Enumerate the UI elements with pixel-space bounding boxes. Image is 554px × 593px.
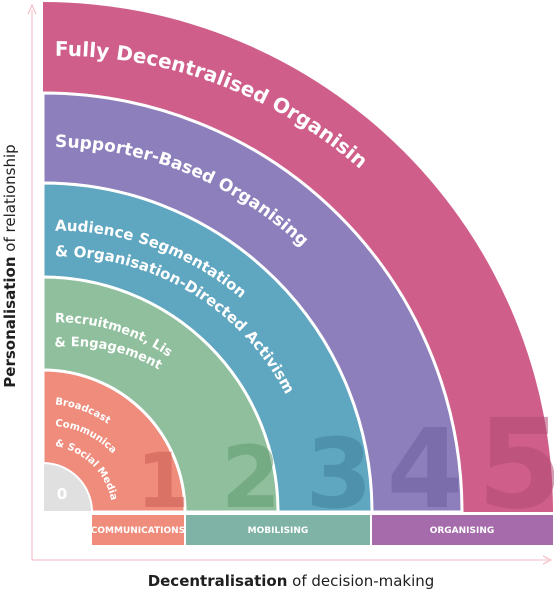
category-communications xyxy=(92,515,184,545)
level-1-number: 1 xyxy=(137,436,190,525)
level-0-number: 0 xyxy=(57,485,67,503)
band-0 xyxy=(42,461,94,513)
level-5-number: 5 xyxy=(477,393,554,537)
category-organising xyxy=(372,515,553,545)
x-axis-title: Decentralisation of decision-making xyxy=(148,572,435,590)
x-axis-arrow xyxy=(542,555,553,565)
band-1 xyxy=(41,368,187,514)
category-communications-label: COMMUNICATIONS xyxy=(91,526,185,536)
category-mobilising xyxy=(186,515,370,545)
category-organising-label: ORGANISING xyxy=(430,526,495,536)
category-mobilising-label: MOBILISING xyxy=(248,526,309,536)
level-3-number: 3 xyxy=(306,418,373,530)
level-4-number: 4 xyxy=(387,405,464,533)
level-2-number: 2 xyxy=(221,428,281,528)
y-axis-title: Personalisation of relationship xyxy=(1,144,19,387)
y-axis-arrow xyxy=(27,3,37,15)
